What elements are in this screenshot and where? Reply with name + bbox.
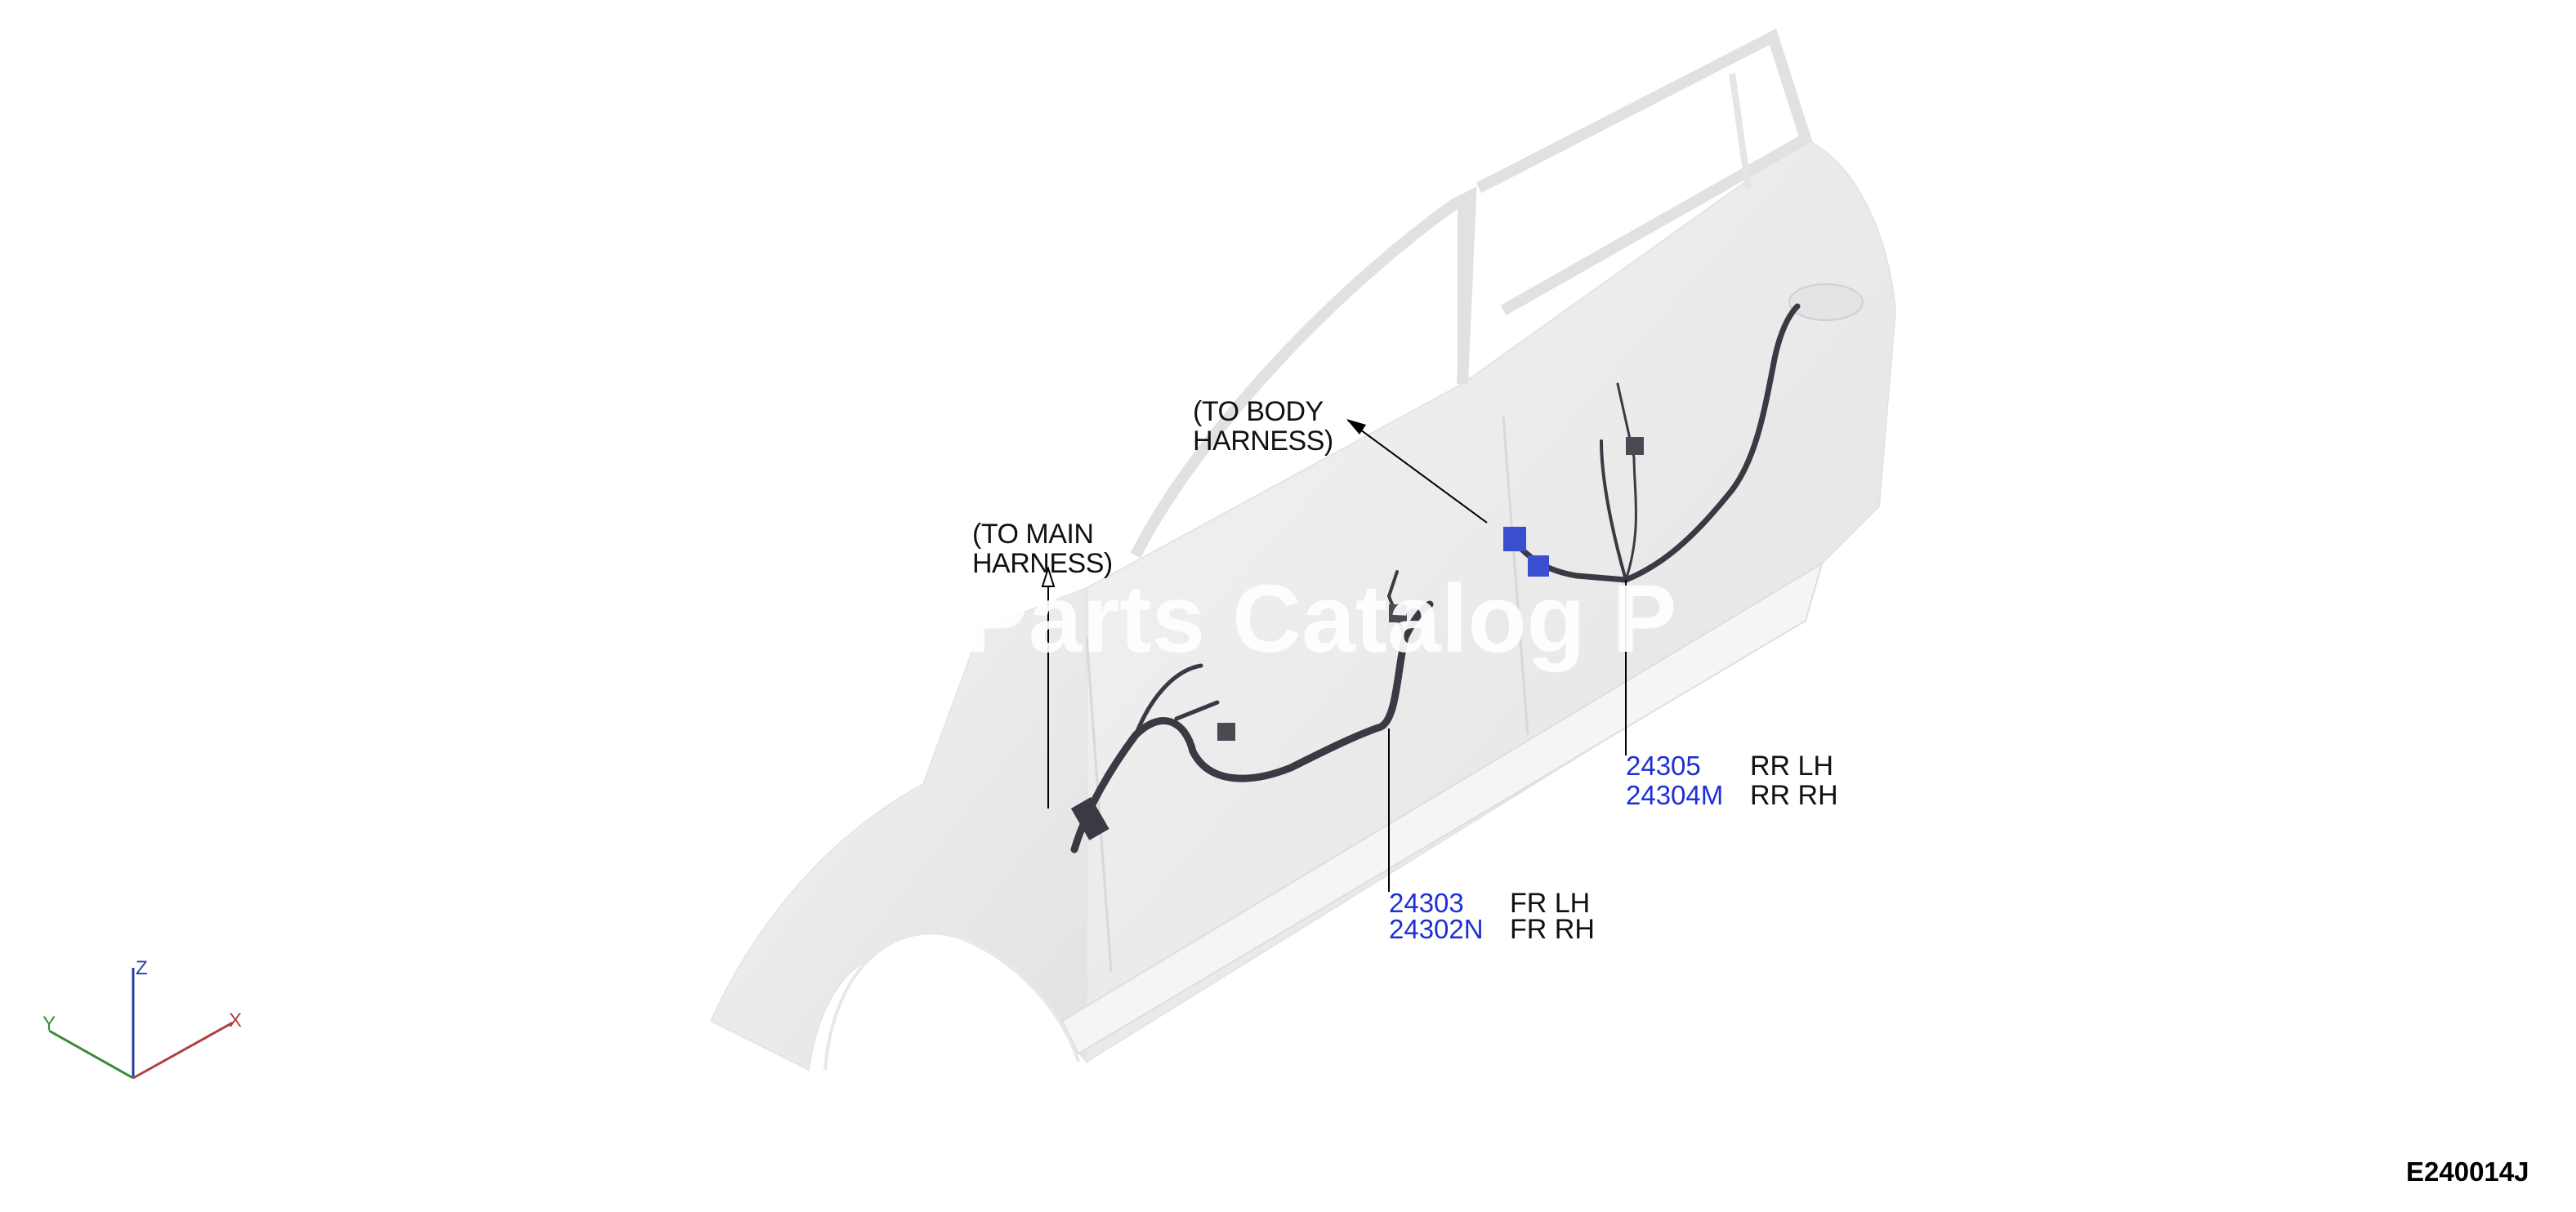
note-to-main-line1: (TO MAIN <box>972 519 1094 550</box>
figure-code: E240014J <box>2406 1156 2529 1187</box>
rocker-panel <box>1060 561 1824 1055</box>
door-handle <box>1788 283 1864 321</box>
rear-window-frame <box>1476 28 1813 316</box>
front-window-frame <box>1130 186 1477 559</box>
part-number-24304M[interactable]: 24304M <box>1626 780 1724 810</box>
leader-lines <box>1041 419 1627 892</box>
note-to-body-line2: HARNESS) <box>1193 426 1333 457</box>
watermark-text: Parts Catalog P <box>964 565 1677 673</box>
connectors <box>1070 437 1644 840</box>
axis-z-label: Z <box>136 957 148 979</box>
side-fr-rh: FR RH <box>1510 914 1595 945</box>
leader-to-body <box>1347 420 1488 524</box>
note-to-main-line2: HARNESS) <box>972 548 1113 579</box>
side-rr-rh: RR RH <box>1750 780 1838 811</box>
harness-rear <box>1516 303 1801 583</box>
axis-y-label: Y <box>42 1013 56 1035</box>
wheel-arch <box>824 931 1080 1071</box>
part-number-24303[interactable]: 24303 <box>1389 888 1464 918</box>
harness-front <box>1070 570 1434 853</box>
door-seam-middle <box>1502 416 1529 736</box>
side-rr-lh: RR LH <box>1750 751 1834 782</box>
part-number-24305[interactable]: 24305 <box>1626 751 1701 781</box>
axis-triad <box>48 968 234 1080</box>
door-seam-front <box>1085 636 1113 973</box>
side-panel <box>1086 137 1897 1063</box>
side-fr-lh: FR LH <box>1510 888 1591 919</box>
note-to-body-line1: (TO BODY <box>1193 396 1324 427</box>
axis-x-label: X <box>229 1009 243 1032</box>
car-body <box>709 28 1897 1072</box>
part-number-24302N[interactable]: 24302N <box>1389 914 1484 944</box>
